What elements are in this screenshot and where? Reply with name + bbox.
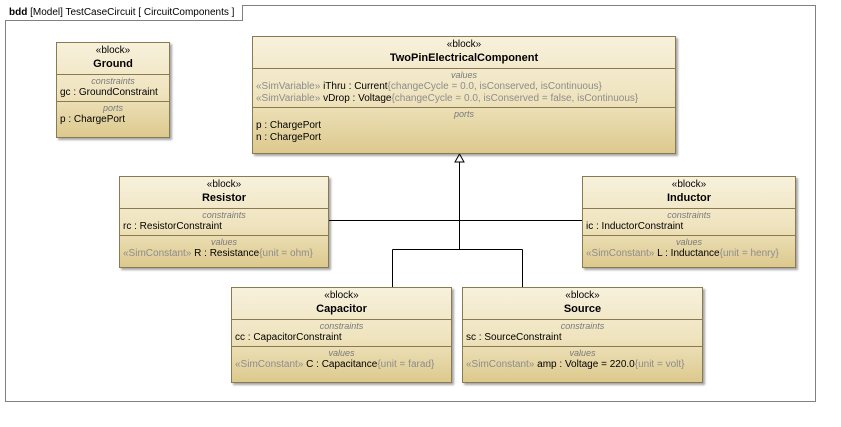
values-compartment: values «SimConstant» amp : Voltage = 220…	[463, 346, 702, 373]
diagram-kind: bdd	[9, 7, 28, 18]
block-stereotype: «block»	[95, 45, 131, 56]
port-item: p : ChargePort	[256, 120, 322, 131]
values-compartment: values «SimVariable» iThru : Current{cha…	[253, 68, 675, 107]
block-name: Inductor	[667, 192, 711, 204]
block-name: Ground	[93, 58, 133, 70]
block-name: Resistor	[201, 192, 247, 204]
compartment-label: values	[210, 237, 237, 247]
ports-compartment: ports p : ChargePort n : ChargePort	[253, 107, 675, 146]
compartment-label: values	[675, 237, 702, 247]
compartment-label: ports	[102, 103, 123, 113]
compartment-label: constraints	[91, 76, 135, 86]
diagram-title: [Model] TestCaseCircuit [ CircuitCompone…	[30, 7, 235, 18]
block-source[interactable]: «block» Source constraints sc : SourceCo…	[462, 287, 703, 383]
compartment-label: values	[569, 348, 596, 358]
constraint-item: cc : CapacitorConstraint	[235, 332, 342, 343]
block-ground[interactable]: «block» Ground constraints gc : GroundCo…	[56, 42, 170, 138]
constraint-item: ic : InductorConstraint	[586, 221, 684, 232]
ports-compartment: ports p : ChargePort	[57, 101, 169, 128]
value-item: «SimConstant» C : Capacitance{unit = far…	[235, 359, 435, 370]
generalization-arrowhead	[454, 152, 465, 163]
values-compartment: values «SimConstant» R : Resistance{unit…	[120, 235, 328, 262]
value-item: «SimConstant» R : Resistance{unit = ohm}	[123, 248, 313, 259]
block-stereotype: «block»	[446, 39, 482, 50]
values-compartment: values «SimConstant» L : Inductance{unit…	[583, 235, 795, 262]
constraint-item: gc : GroundConstraint	[60, 87, 158, 98]
compartment-label: constraints	[319, 321, 364, 331]
constraints-compartment: constraints sc : SourceConstraint	[463, 319, 702, 346]
diagram-frame-header: bdd [Model] TestCaseCircuit [ CircuitCom…	[5, 5, 244, 21]
constraint-item: rc : ResistorConstraint	[123, 221, 222, 232]
block-stereotype: «block»	[565, 290, 600, 301]
block-stereotype: «block»	[206, 179, 242, 190]
value-item: «SimVariable» iThru : Current{changeCycl…	[256, 81, 602, 92]
compartment-label: values	[450, 70, 477, 80]
value-item: «SimVariable» vDrop : Voltage{changeCycl…	[256, 93, 639, 104]
port-item: p : ChargePort	[60, 114, 126, 125]
constraints-compartment: constraints gc : GroundConstraint	[57, 74, 169, 101]
block-name: Source	[563, 303, 602, 315]
block-name: TwoPinElectricalComponent	[389, 52, 539, 64]
diagram-frame	[5, 5, 816, 402]
block-stereotype: «block»	[324, 290, 359, 301]
block-stereotype: «block»	[671, 179, 707, 190]
block-name: Capacitor	[316, 303, 367, 315]
constraint-item: sc : SourceConstraint	[466, 332, 562, 343]
compartment-label: values	[328, 348, 355, 358]
values-compartment: values «SimConstant» C : Capacitance{uni…	[232, 346, 451, 373]
compartment-label: constraints	[202, 210, 246, 220]
block-resistor[interactable]: «block» Resistor constraints rc : Resist…	[119, 176, 329, 268]
constraints-compartment: constraints ic : InductorConstraint	[583, 208, 795, 235]
block-capacitor[interactable]: «block» Capacitor constraints cc : Capac…	[231, 287, 452, 383]
block-twopin[interactable]: «block» TwoPinElectricalComponent values…	[252, 36, 676, 154]
constraints-compartment: constraints rc : ResistorConstraint	[120, 208, 328, 235]
constraints-compartment: constraints cc : CapacitorConstraint	[232, 319, 451, 346]
compartment-label: constraints	[667, 210, 711, 220]
port-item: n : ChargePort	[256, 132, 322, 143]
value-item: «SimConstant» L : Inductance{unit = henr…	[586, 248, 779, 259]
value-item: «SimConstant» amp : Voltage = 220.0{unit…	[466, 359, 685, 370]
compartment-label: ports	[453, 109, 474, 119]
block-inductor[interactable]: «block» Inductor constraints ic : Induct…	[582, 176, 796, 268]
compartment-label: constraints	[560, 321, 605, 331]
